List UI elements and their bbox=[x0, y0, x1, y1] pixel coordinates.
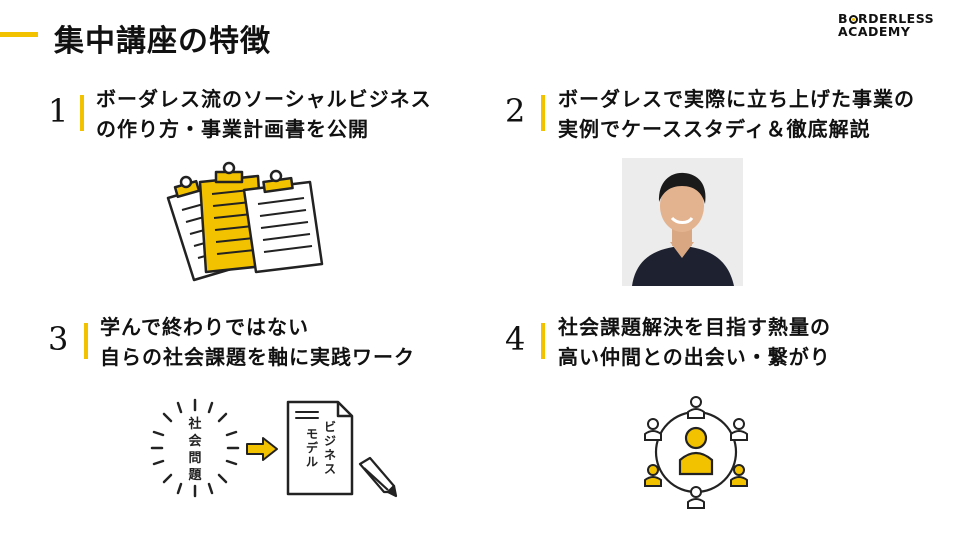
feature-3-bar bbox=[84, 323, 88, 359]
business-model-char-7: ル bbox=[306, 455, 318, 469]
logo-academy: ACADEMY bbox=[838, 24, 911, 39]
arrow-right-icon bbox=[246, 437, 278, 461]
feature-4-line2: 高い仲間との出会い・繋がり bbox=[558, 345, 831, 369]
social-issue-burst-icon: 社 会 問 題 bbox=[150, 398, 240, 498]
person-bottom bbox=[687, 486, 705, 509]
feature-3-line2: 自らの社会課題を軸に実践ワーク bbox=[100, 345, 415, 369]
feature-1-bar bbox=[80, 95, 84, 131]
business-model-char-6: デ bbox=[306, 440, 319, 455]
feature-1-line2: の作り方・事業計画書を公開 bbox=[96, 117, 369, 141]
issue-char-1: 社 bbox=[187, 416, 201, 432]
person-center bbox=[678, 426, 714, 476]
feature-1-number: 1 bbox=[48, 92, 69, 130]
person-silhouette bbox=[622, 158, 743, 286]
person-top bbox=[687, 396, 705, 419]
person-bottom-left bbox=[644, 464, 662, 487]
logo-o-icon bbox=[848, 15, 858, 24]
instructor-photo bbox=[622, 158, 743, 286]
feature-4-bar bbox=[541, 323, 545, 359]
borderless-academy-logo: B RDERLESS ACADEMY bbox=[838, 12, 934, 38]
logo-letter-b: B bbox=[838, 11, 849, 26]
issue-char-2: 会 bbox=[188, 433, 202, 449]
feature-4-line1: 社会課題解決を目指す熱量の bbox=[558, 315, 831, 339]
business-model-document-icon: ビ ジ ネ ス モ デ ル bbox=[286, 400, 398, 498]
feature-3-text: 学んで終わりではない 自らの社会課題を軸に実践ワーク bbox=[100, 312, 415, 372]
business-model-char-5: モ bbox=[306, 427, 318, 441]
business-model-char-1: ビ bbox=[324, 419, 336, 434]
slide-title: 集中講座の特徴 bbox=[54, 24, 271, 59]
feature-3-line1: 学んで終わりではない bbox=[100, 315, 309, 339]
feature-4-number: 4 bbox=[505, 320, 526, 358]
pencil-icon bbox=[358, 456, 398, 498]
logo-rest: RDERLESS bbox=[858, 11, 935, 26]
feature-1-line1: ボーダレス流のソーシャルビジネス bbox=[96, 87, 432, 111]
feature-2-text: ボーダレスで実際に立ち上げた事業の 実例でケーススタディ＆徹底解説 bbox=[558, 84, 915, 144]
feature-2-line1: ボーダレスで実際に立ち上げた事業の bbox=[558, 87, 915, 111]
documents-icon bbox=[166, 161, 324, 282]
business-model-char-2: ジ bbox=[324, 434, 336, 448]
feature-2-bar bbox=[541, 95, 545, 131]
feature-4-text: 社会課題解決を目指す熱量の 高い仲間との出会い・繋がり bbox=[558, 312, 831, 372]
business-model-char-4: ス bbox=[324, 462, 336, 476]
feature-2-number: 2 bbox=[505, 92, 526, 130]
business-model-char-3: ネ bbox=[324, 448, 336, 462]
person-top-left bbox=[644, 418, 662, 441]
title-accent-bar bbox=[0, 32, 38, 37]
feature-3-number: 3 bbox=[48, 320, 69, 358]
feature-1-text: ボーダレス流のソーシャルビジネス の作り方・事業計画書を公開 bbox=[96, 84, 432, 144]
person-bottom-right bbox=[730, 464, 748, 487]
people-network-icon bbox=[644, 396, 748, 509]
person-top-right bbox=[730, 418, 748, 441]
feature-2-line2: 実例でケーススタディ＆徹底解説 bbox=[558, 117, 871, 141]
issue-char-4: 題 bbox=[188, 468, 202, 483]
issue-char-3: 問 bbox=[188, 451, 201, 466]
